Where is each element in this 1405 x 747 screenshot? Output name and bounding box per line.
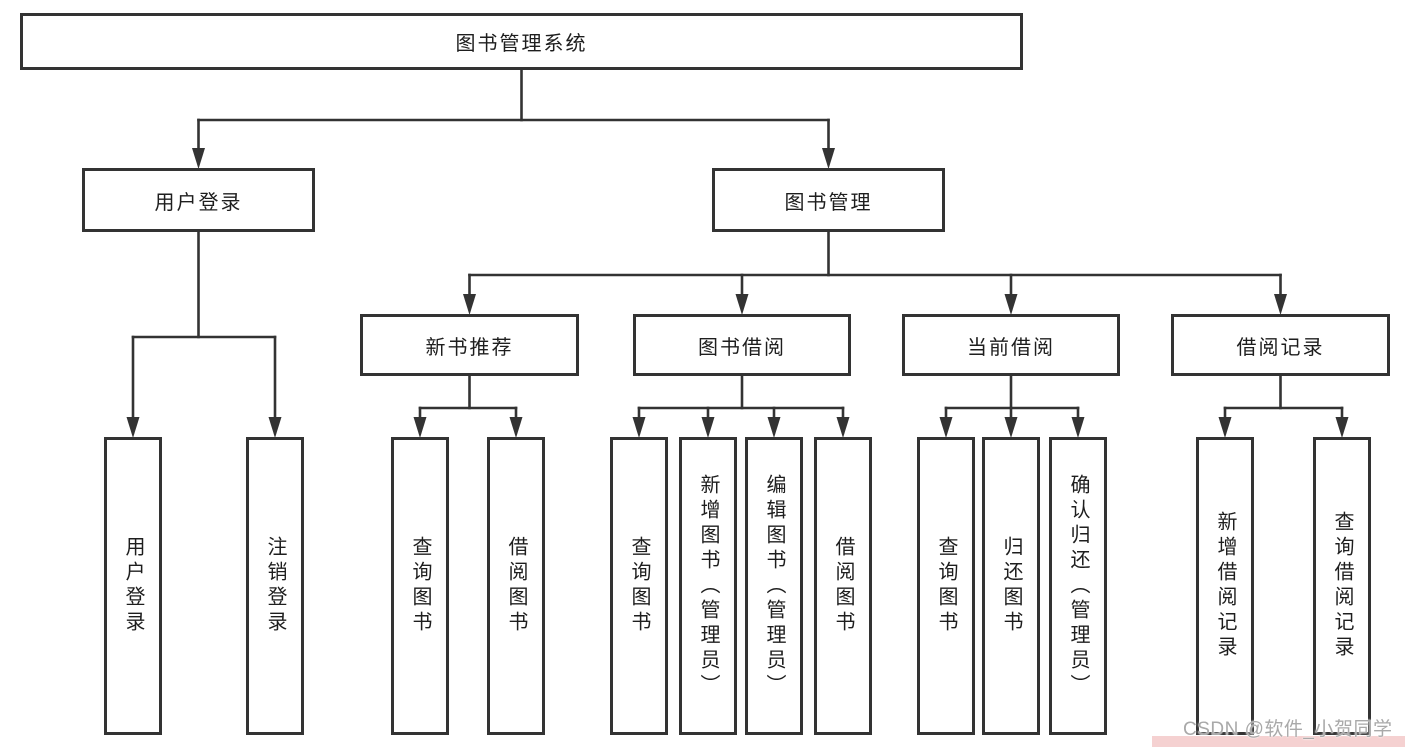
node-label: 新增图书（管理员） <box>697 473 719 699</box>
arrowhead-icon <box>735 294 749 315</box>
node-book-borrow: 图书借阅 <box>633 314 851 376</box>
node-v-add-record: 新增借阅记录 <box>1196 437 1254 735</box>
node-label: 查询借阅记录 <box>1331 511 1353 661</box>
arrowhead-icon <box>268 417 282 438</box>
node-v-query-book-1: 查询图书 <box>391 437 449 735</box>
node-v-user-login: 用户登录 <box>104 437 162 735</box>
arrowhead-icon <box>413 417 427 438</box>
node-root: 图书管理系统 <box>20 13 1023 70</box>
node-v-borrow-book-1: 借阅图书 <box>487 437 545 735</box>
node-label: 查询图书 <box>935 536 957 636</box>
node-v-add-book: 新增图书（管理员） <box>679 437 737 735</box>
node-v-query-book-2: 查询图书 <box>610 437 668 735</box>
node-label: 确认归还（管理员） <box>1067 473 1089 699</box>
node-current-borrow: 当前借阅 <box>902 314 1120 376</box>
node-label: 归还图书 <box>1000 536 1022 636</box>
arrowhead-icon <box>701 417 715 438</box>
node-label: 图书管理 <box>784 191 873 214</box>
node-new-book-rec: 新书推荐 <box>360 314 579 376</box>
node-v-query-book-3: 查询图书 <box>917 437 975 735</box>
node-label: 借阅图书 <box>505 536 527 636</box>
node-label: 图书管理系统 <box>455 33 588 55</box>
node-user-login: 用户登录 <box>82 168 315 232</box>
arrowhead-icon <box>632 417 646 438</box>
node-label: 查询图书 <box>628 536 650 636</box>
arrowhead-icon <box>1004 417 1018 438</box>
node-borrow-records: 借阅记录 <box>1171 314 1390 376</box>
node-v-edit-book: 编辑图书（管理员） <box>745 437 803 735</box>
node-label: 查询图书 <box>409 536 431 636</box>
arrowhead-icon <box>1335 417 1349 438</box>
watermark-band <box>1152 736 1405 747</box>
node-label: 编辑图书（管理员） <box>763 473 785 699</box>
node-label: 用户登录 <box>122 536 144 636</box>
node-label: 借阅记录 <box>1236 336 1325 359</box>
arrowhead-icon <box>509 417 523 438</box>
arrowhead-icon <box>463 294 476 315</box>
arrowhead-icon <box>939 417 953 438</box>
node-label: 新增借阅记录 <box>1214 511 1236 661</box>
arrowhead-icon <box>1218 417 1232 438</box>
node-v-borrow-book-2: 借阅图书 <box>814 437 872 735</box>
watermark: CSDN @软件_小贺同学 <box>1183 719 1393 740</box>
arrowhead-icon <box>1071 417 1085 438</box>
arrowhead-icon <box>192 148 205 169</box>
node-v-logout: 注销登录 <box>246 437 304 735</box>
node-v-confirm-return: 确认归还（管理员） <box>1049 437 1107 735</box>
node-label: 用户登录 <box>154 191 243 214</box>
node-label: 当前借阅 <box>967 336 1055 359</box>
node-label: 图书借阅 <box>698 336 786 359</box>
node-label: 借阅图书 <box>832 536 854 636</box>
arrowhead-icon <box>1004 294 1018 315</box>
arrowhead-icon <box>1274 294 1287 315</box>
arrowhead-icon <box>126 417 140 438</box>
arrowhead-icon <box>836 417 850 438</box>
node-v-return-book: 归还图书 <box>982 437 1040 735</box>
arrowhead-icon <box>767 417 781 438</box>
node-label: 注销登录 <box>264 536 286 636</box>
node-book-mgmt: 图书管理 <box>712 168 945 232</box>
node-v-query-record: 查询借阅记录 <box>1313 437 1371 735</box>
arrowhead-icon <box>822 148 835 169</box>
node-label: 新书推荐 <box>425 336 514 359</box>
